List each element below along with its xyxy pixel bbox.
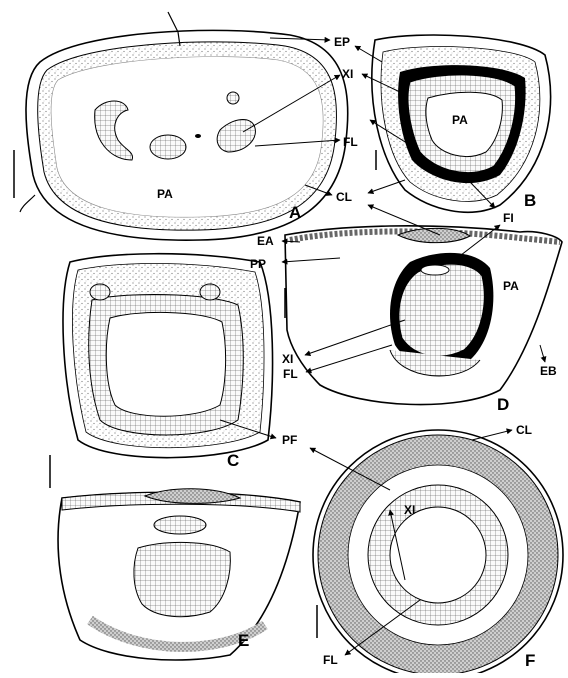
- section-f: [313, 430, 563, 673]
- label-fi: FI: [503, 211, 514, 225]
- label-pp: PP: [250, 257, 266, 271]
- label-fl-d: FL: [283, 367, 298, 381]
- label-pf: PF: [282, 433, 297, 447]
- label-ea: EA: [257, 234, 274, 248]
- label-xi-f: XI: [404, 503, 415, 517]
- panel-letter-f: F: [525, 651, 535, 670]
- section-d: [285, 226, 562, 405]
- label-pa-b: PA: [452, 113, 468, 127]
- panel-letter-a: A: [289, 203, 301, 222]
- label-fl: FL: [343, 135, 358, 149]
- label-pa-d: PA: [503, 279, 519, 293]
- label-xi: XI: [342, 67, 353, 81]
- panel-letter-b: B: [524, 191, 536, 210]
- label-cl-f: CL: [516, 423, 532, 437]
- label-eb: EB: [540, 364, 557, 378]
- panel-letter-e: E: [238, 631, 249, 650]
- panel-letter-c: C: [227, 451, 239, 470]
- label-ep: EP: [334, 35, 350, 49]
- label-cl: CL: [336, 190, 352, 204]
- label-pa-a: PA: [157, 187, 173, 201]
- label-xi-d: XI: [282, 352, 293, 366]
- section-e: [58, 489, 300, 660]
- panel-letter-d: D: [497, 395, 509, 414]
- label-fl-f: FL: [323, 653, 338, 667]
